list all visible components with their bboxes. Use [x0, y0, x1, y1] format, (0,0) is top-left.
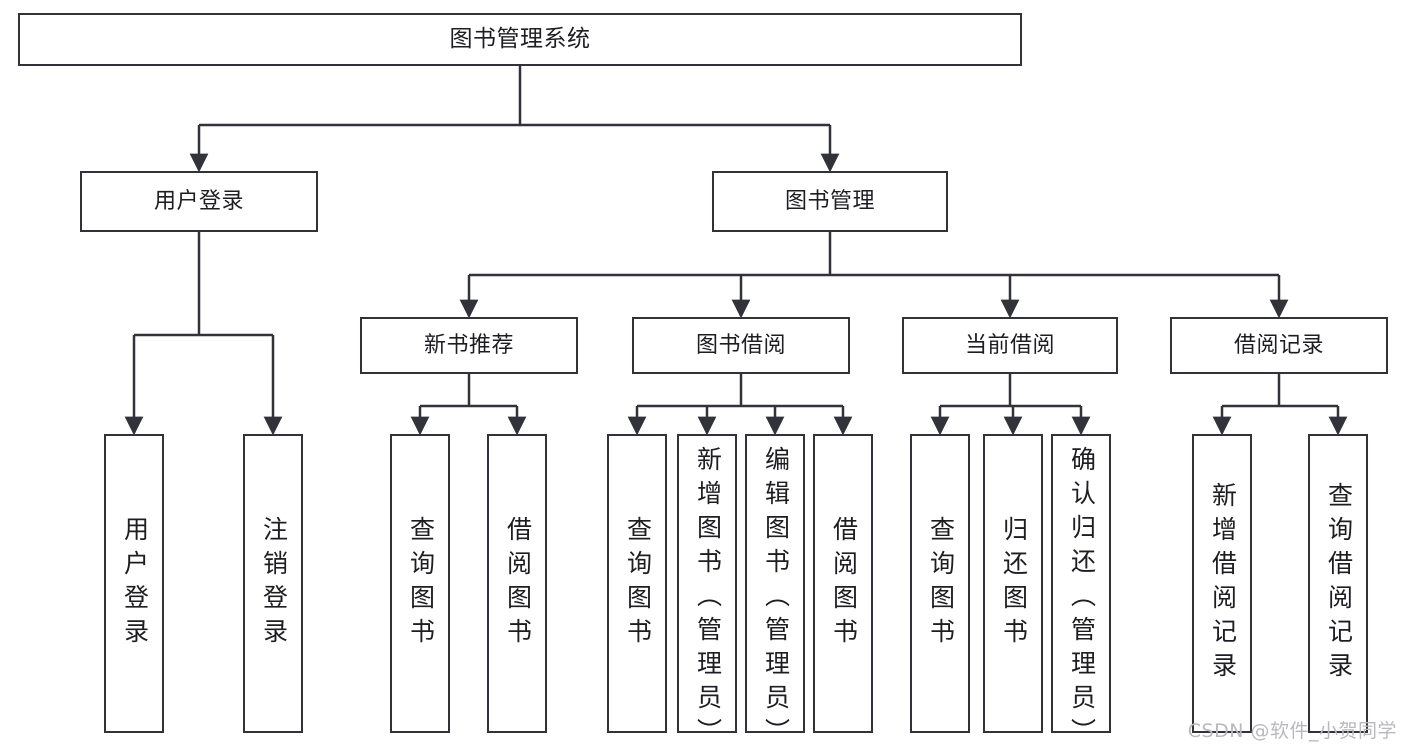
node-label: 新书推荐 [423, 332, 514, 358]
node-label: 确认归还（管理员） [1067, 446, 1097, 752]
node-label: 新增图书（管理员） [693, 446, 723, 752]
node-label: 图书管理 [784, 188, 875, 214]
node-label: 查询借阅记录 [1324, 481, 1354, 686]
node-label: 查询图书 [926, 515, 956, 652]
node-leaf-borrow-3[interactable]: 编辑图书（管理员） [745, 434, 805, 752]
node-label: 用户登录 [153, 188, 244, 214]
node-label: 查询图书 [406, 515, 436, 652]
node-leaf-rec-1[interactable]: 新增借阅记录 [1192, 434, 1252, 733]
node-label: 新增借阅记录 [1208, 481, 1238, 686]
node-label: 当前借阅 [964, 332, 1055, 358]
node-records[interactable]: 借阅记录 [1170, 317, 1388, 374]
node-label: 借阅记录 [1233, 332, 1324, 358]
node-label: 查询图书 [623, 515, 653, 652]
node-leaf-borrow-1[interactable]: 查询图书 [607, 434, 667, 733]
node-label: 用户登录 [120, 515, 150, 652]
node-label: 借阅图书 [829, 515, 859, 652]
node-leaf-rec-2[interactable]: 查询借阅记录 [1308, 434, 1368, 733]
node-current[interactable]: 当前借阅 [902, 317, 1118, 374]
node-bookmgmt[interactable]: 图书管理 [712, 171, 948, 232]
node-leaf-cur-3[interactable]: 确认归还（管理员） [1051, 434, 1111, 752]
node-leaf-cur-1[interactable]: 查询图书 [910, 434, 970, 733]
node-label: 归还图书 [999, 515, 1029, 652]
node-leaf-cur-2[interactable]: 归还图书 [983, 434, 1043, 733]
node-leaf-login-1[interactable]: 用户登录 [104, 434, 164, 733]
node-login[interactable]: 用户登录 [80, 171, 318, 232]
node-leaf-new-1[interactable]: 查询图书 [390, 434, 450, 733]
node-label: 图书管理系统 [449, 25, 591, 52]
node-label: 借阅图书 [503, 515, 533, 652]
node-leaf-new-2[interactable]: 借阅图书 [487, 434, 547, 733]
node-leaf-login-2[interactable]: 注销登录 [243, 434, 303, 733]
node-leaf-borrow-4[interactable]: 借阅图书 [813, 434, 873, 733]
node-newbook[interactable]: 新书推荐 [360, 317, 578, 374]
node-borrow[interactable]: 图书借阅 [632, 317, 850, 374]
node-leaf-borrow-2[interactable]: 新增图书（管理员） [677, 434, 737, 752]
node-label: 注销登录 [259, 515, 289, 652]
node-root[interactable]: 图书管理系统 [18, 13, 1022, 66]
node-label: 编辑图书（管理员） [761, 446, 791, 752]
node-label: 图书借阅 [695, 332, 786, 358]
